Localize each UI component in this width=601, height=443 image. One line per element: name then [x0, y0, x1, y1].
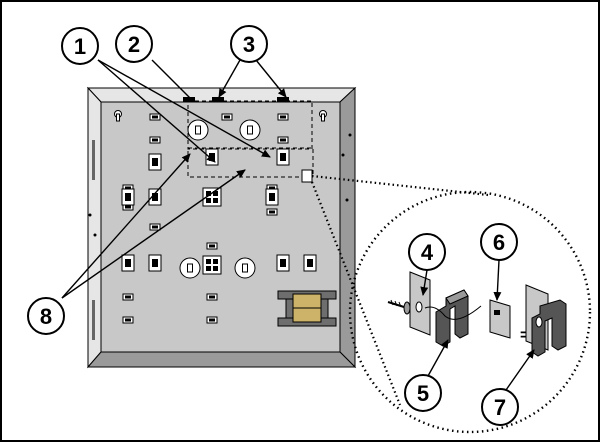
clip-bracket	[435, 289, 469, 347]
svg-text:2: 2	[128, 32, 140, 57]
circuit-board-edge	[489, 299, 511, 339]
callout-5: 5	[404, 374, 442, 412]
svg-text:4: 4	[421, 240, 434, 265]
callout-2: 2	[115, 25, 153, 63]
callout-7: 7	[481, 388, 519, 426]
callout-6: 6	[480, 223, 518, 261]
keyhole-left	[114, 110, 122, 122]
callout-1: 1	[61, 27, 99, 65]
keyhole-right	[319, 110, 327, 122]
svg-text:3: 3	[243, 32, 255, 57]
cabinet-enclosure	[86, 86, 357, 369]
svg-text:6: 6	[493, 230, 505, 255]
transformer	[277, 290, 337, 327]
detail-assembly: =	[387, 271, 567, 357]
svg-text:8: 8	[40, 304, 52, 329]
svg-text:1: 1	[74, 34, 86, 59]
assembled-clip	[525, 284, 567, 357]
detail-zoom-circle	[348, 190, 592, 434]
svg-text:5: 5	[417, 381, 429, 406]
callout-3: 3	[230, 25, 268, 63]
callout-8: 8	[27, 297, 65, 335]
clip-location	[301, 169, 313, 183]
highlight-top-area	[187, 100, 313, 150]
svg-text:7: 7	[494, 395, 506, 420]
callout-4: 4	[408, 233, 446, 271]
equals-sign: =	[520, 327, 529, 344]
